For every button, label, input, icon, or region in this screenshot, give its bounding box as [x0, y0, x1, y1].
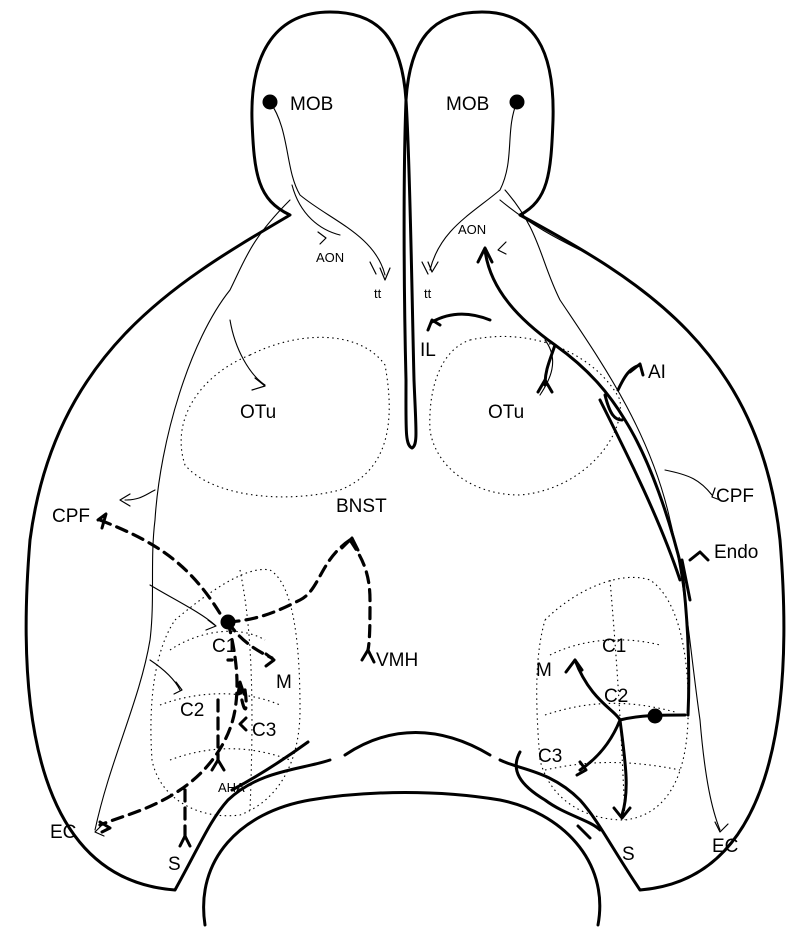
right-amygdala-node [648, 709, 663, 724]
right-mob-node [510, 95, 525, 110]
right-ai-connector [618, 365, 640, 390]
label-vmh: VMH [376, 650, 418, 671]
label-cpf-left: CPF [52, 506, 90, 527]
label-ai: AI [648, 362, 666, 383]
label-c1-right: C1 [602, 636, 626, 657]
left-mob-node [263, 95, 278, 110]
label-otu-left: OTu [240, 402, 276, 423]
label-tt-right: tt [424, 286, 432, 301]
label-c2-right: C2 [604, 686, 628, 707]
label-m-right: M [536, 660, 552, 681]
hypothalamus-arc [345, 733, 490, 756]
label-c1-left: C1 [212, 636, 236, 657]
left-c1-node [221, 615, 236, 630]
label-il: IL [420, 340, 436, 361]
label-m-left: M [276, 672, 292, 693]
label-c3-right: C3 [538, 746, 562, 767]
brainstem-outline [204, 793, 600, 926]
right-small-tick [578, 826, 590, 838]
left-otu-region [181, 337, 389, 497]
thick-terminals [98, 248, 708, 846]
label-cpf-right: CPF [716, 486, 754, 507]
brain-outline [26, 12, 406, 890]
label-c2-left: C2 [180, 700, 204, 721]
label-mob-left: MOB [290, 94, 333, 115]
right-lot-pathway [430, 102, 720, 830]
right-endo-connector [600, 400, 690, 600]
label-ec-left: EC [50, 822, 76, 843]
right-amygdala-outflow [432, 250, 689, 815]
label-aon-left: AON [316, 250, 344, 265]
label-mob-right: MOB [446, 94, 489, 115]
label-tt-left: tt [374, 286, 382, 301]
label-s-left: S [168, 854, 181, 875]
right-otu-region [430, 336, 621, 495]
left-lot-pathway [95, 102, 385, 830]
midline-fissure [404, 100, 416, 448]
label-aha: AHA [218, 780, 245, 795]
label-aon-right: AON [458, 222, 486, 237]
label-otu-right: OTu [488, 402, 524, 423]
label-endo: Endo [714, 542, 758, 563]
label-s-right: S [622, 844, 635, 865]
label-bnst: BNST [336, 496, 387, 517]
label-ec-right: EC [712, 836, 738, 857]
label-c3-left: C3 [252, 720, 276, 741]
